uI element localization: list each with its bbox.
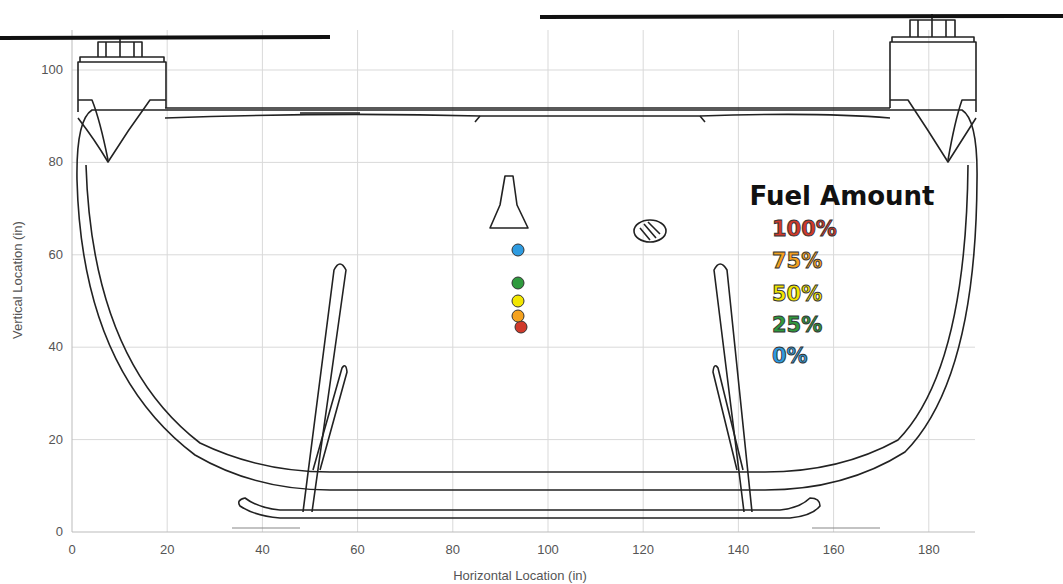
grid-line xyxy=(357,30,358,532)
grid-line xyxy=(833,30,834,532)
tick-label: 0 xyxy=(56,525,63,539)
tick-label: 20 xyxy=(49,433,63,447)
axis-title: Horizontal Location (in) xyxy=(453,569,587,583)
grid-line xyxy=(72,162,975,163)
tick-label: 140 xyxy=(728,543,750,557)
cg-points xyxy=(512,244,527,333)
cg-point xyxy=(515,321,527,333)
tick-label: 100 xyxy=(537,543,559,557)
x-axis xyxy=(72,532,975,533)
tick-label: 160 xyxy=(823,543,845,557)
rotor-blade xyxy=(540,16,1063,17)
grid-line xyxy=(452,30,453,532)
cg-point xyxy=(512,295,524,307)
rotor-blade xyxy=(0,37,330,38)
grid-line xyxy=(738,30,739,532)
grid-line xyxy=(72,254,975,255)
legend-swatch: 25% xyxy=(772,314,822,337)
cg-point xyxy=(512,277,524,289)
tick-label: 60 xyxy=(49,248,63,262)
cg-point xyxy=(512,244,524,256)
legend-text: 100% xyxy=(772,217,837,241)
legend-text: 0% xyxy=(772,344,808,368)
tick-label: 40 xyxy=(255,543,269,557)
legend-title: Fuel Amount xyxy=(749,182,934,211)
axis-title: Vertical Location (in) xyxy=(11,221,25,339)
grid-line xyxy=(72,439,975,440)
tick-label: 0 xyxy=(68,543,75,557)
tick-label: 80 xyxy=(446,543,460,557)
tick-label: 60 xyxy=(350,543,364,557)
tick-label: 40 xyxy=(49,340,63,354)
grid-line xyxy=(643,30,644,532)
tick-label: 180 xyxy=(918,543,940,557)
grid-line xyxy=(548,30,549,532)
legend-swatch: 0% xyxy=(772,345,808,368)
legend-swatch: 75% xyxy=(772,250,822,273)
grid xyxy=(72,30,975,532)
y-axis xyxy=(72,30,73,532)
legend-text: 25% xyxy=(772,313,822,337)
legend-swatch: 100% xyxy=(772,218,837,241)
legend-text: 75% xyxy=(772,249,822,273)
grid-line xyxy=(72,347,975,348)
grid-line xyxy=(72,70,975,71)
tick-label: 120 xyxy=(632,543,654,557)
helicopter-outline xyxy=(77,14,977,528)
grid-line xyxy=(167,30,168,532)
grid-line xyxy=(928,30,929,532)
tick-label: 20 xyxy=(160,543,174,557)
legend-text: 50% xyxy=(772,282,822,306)
grid-line xyxy=(262,30,263,532)
cg-point xyxy=(512,310,524,322)
tick-label: 100 xyxy=(41,63,63,77)
legend-swatch: 50% xyxy=(772,283,822,306)
tick-label: 80 xyxy=(49,155,63,169)
